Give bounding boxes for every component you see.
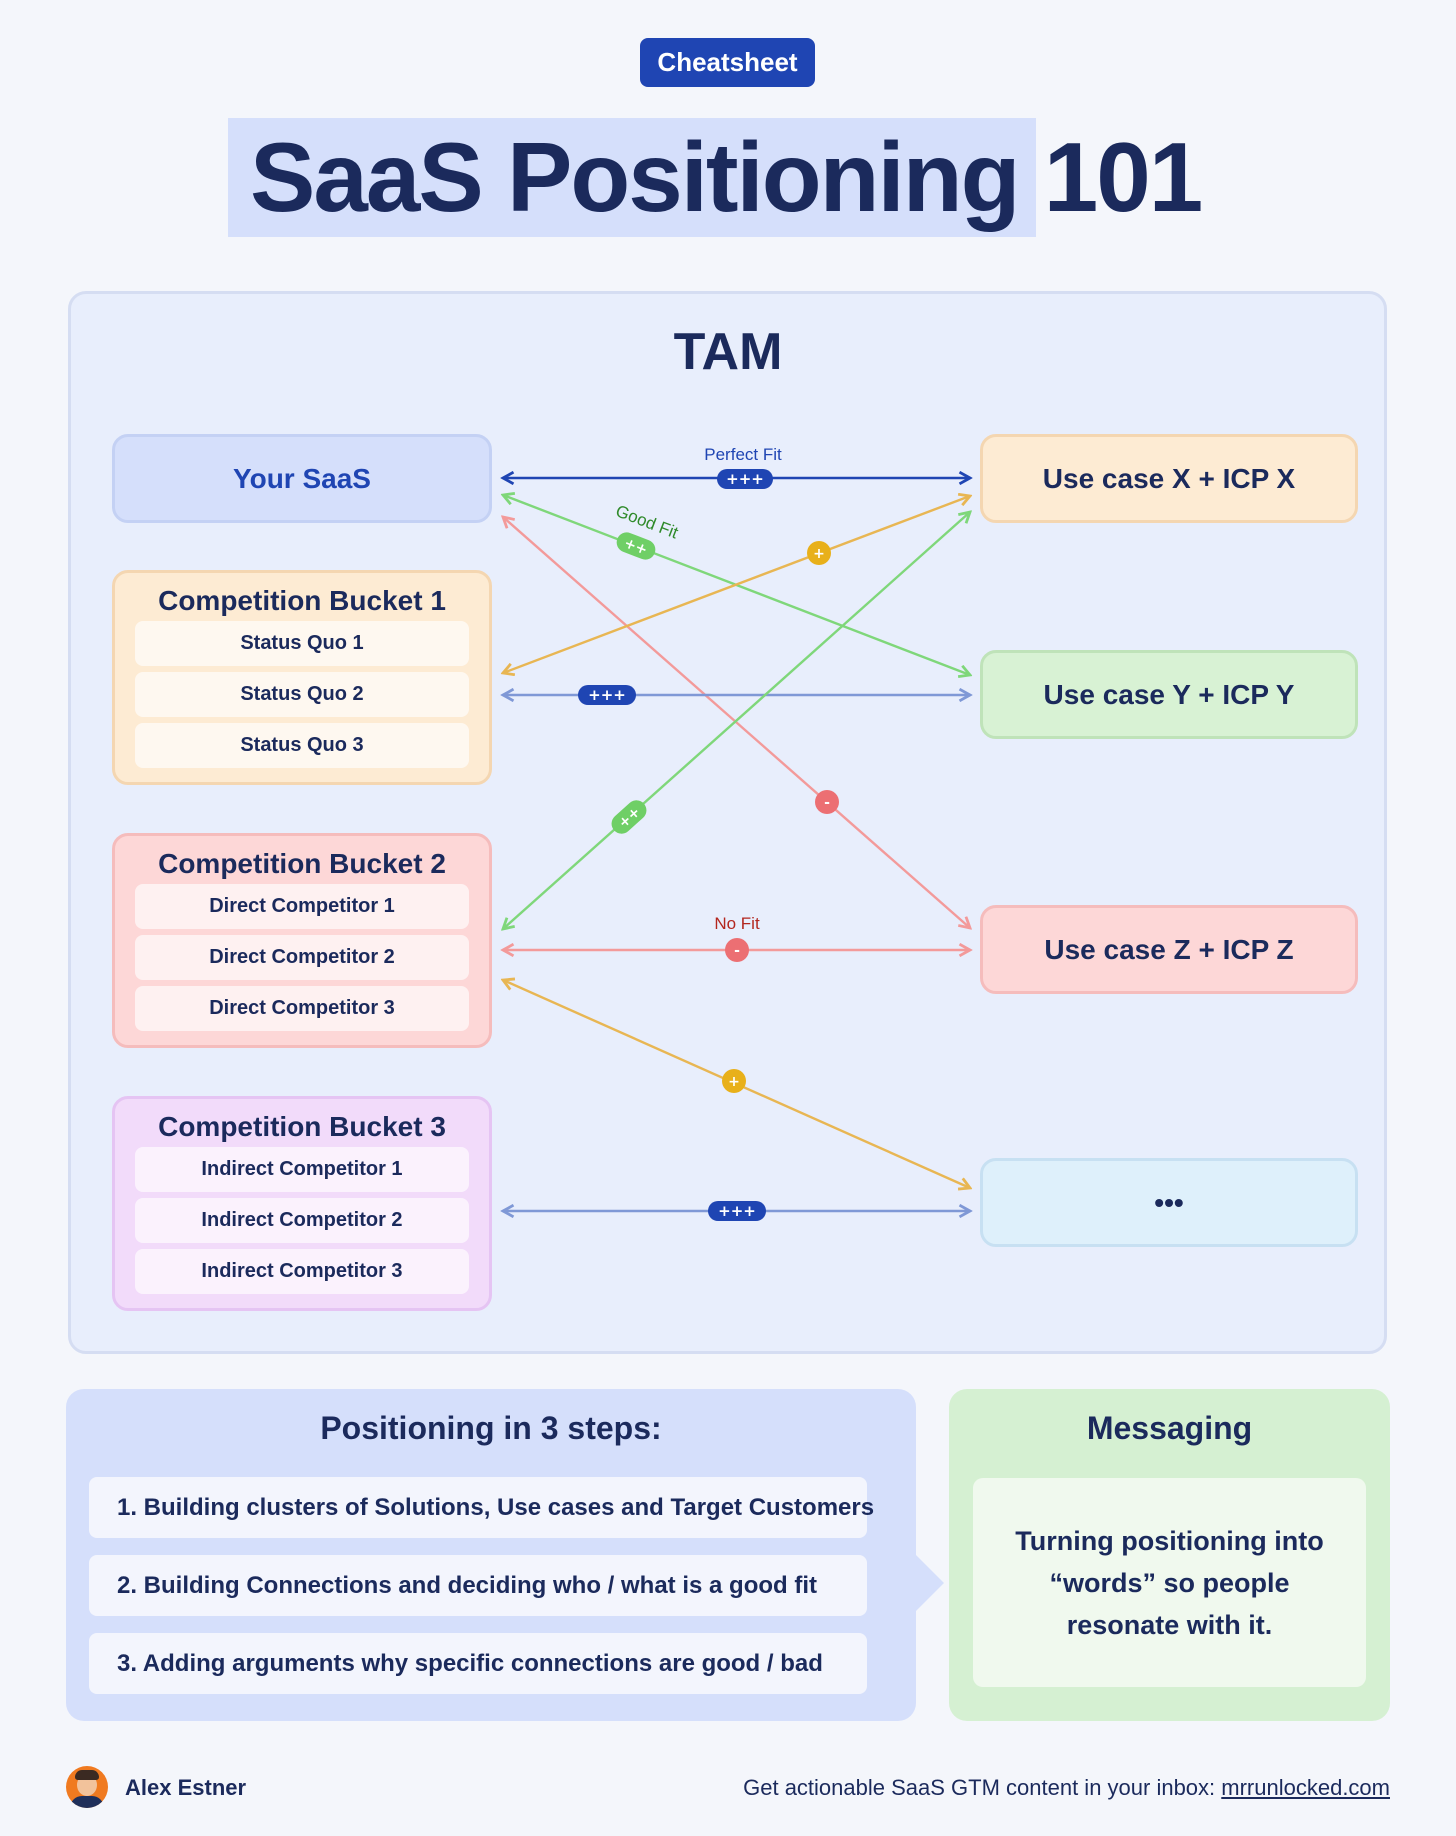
- use-case-y-label: Use case Y + ICP Y: [1043, 678, 1295, 710]
- footer-link[interactable]: mrrunlocked.com: [1221, 1775, 1390, 1800]
- svg-text:-: -: [734, 943, 740, 959]
- fit-pill-bucket2-more: +: [722, 1069, 746, 1093]
- bucket-item: Direct Competitor 3: [135, 986, 469, 1031]
- tam-title: TAM: [673, 323, 783, 381]
- svg-text:+: +: [728, 1074, 740, 1090]
- bucket-item: Status Quo 2: [135, 672, 469, 717]
- fit-pill-bucket1-x: +: [807, 541, 831, 565]
- fit-pill-good: ++: [616, 532, 656, 560]
- bucket-item: Indirect Competitor 1: [135, 1147, 469, 1192]
- use-case-x-label: Use case X + ICP X: [1042, 462, 1296, 494]
- footer-cta-text: Get actionable SaaS GTM content in your …: [743, 1775, 1222, 1800]
- step-item: 1. Building clusters of Solutions, Use c…: [89, 1477, 874, 1538]
- use-case-y-node: Use case Y + ICP Y: [980, 650, 1358, 739]
- your-saas-label: Your SaaS: [233, 462, 371, 494]
- svg-text:+: +: [813, 546, 825, 562]
- competition-bucket-1: Competition Bucket 1 Status Quo 1 Status…: [112, 570, 492, 785]
- bucket-item: Status Quo 3: [135, 723, 469, 768]
- arrow-bucket2-to-x: [503, 512, 970, 929]
- title-highlight: [228, 118, 1036, 237]
- fit-pill-perfect: +++: [717, 469, 773, 489]
- step-item: 3. Adding arguments why specific connect…: [89, 1633, 867, 1694]
- bucket-item: Direct Competitor 2: [135, 935, 469, 980]
- cheatsheet-badge: Cheatsheet: [640, 38, 815, 87]
- page-title: SaaS Positioning 101: [250, 122, 1203, 232]
- arrow-pointer: [916, 1555, 944, 1611]
- use-case-more-node: •••: [980, 1158, 1358, 1247]
- label-no-fit: No Fit: [714, 914, 760, 933]
- bucket-item: Status Quo 1: [135, 621, 469, 666]
- fit-pill-saas-z: -: [815, 790, 839, 814]
- use-case-z-node: Use case Z + ICP Z: [980, 905, 1358, 994]
- bucket-item: Indirect Competitor 3: [135, 1249, 469, 1294]
- footer-cta: Get actionable SaaS GTM content in your …: [743, 1772, 1390, 1804]
- bucket-item: Indirect Competitor 2: [135, 1198, 469, 1243]
- competition-bucket-2: Competition Bucket 2 Direct Competitor 1…: [112, 833, 492, 1048]
- your-saas-node: Your SaaS: [112, 434, 492, 523]
- svg-text:+++: +++: [588, 686, 626, 704]
- svg-text:+++: +++: [718, 1202, 756, 1220]
- avatar: [66, 1766, 108, 1808]
- messaging-title: Messaging: [1086, 1410, 1253, 1446]
- use-case-more-label: •••: [1154, 1186, 1184, 1218]
- competition-bucket-3: Competition Bucket 3 Indirect Competitor…: [112, 1096, 492, 1311]
- svg-text:-: -: [824, 795, 830, 811]
- step-item: 2. Building Connections and deciding who…: [89, 1555, 867, 1616]
- fit-pill-bucket1-y: +++: [578, 685, 636, 705]
- steps-title: Positioning in 3 steps:: [320, 1410, 662, 1446]
- bucket-title: Competition Bucket 1: [158, 585, 446, 616]
- label-perfect-fit: Perfect Fit: [704, 445, 782, 464]
- svg-text:++: ++: [622, 535, 650, 558]
- svg-text:+++: +++: [726, 470, 764, 488]
- messaging-text: Turning positioning into “words” so peop…: [973, 1478, 1366, 1687]
- fit-pill-bucket2-z: -: [725, 938, 749, 962]
- bucket-title: Competition Bucket 2: [158, 848, 446, 879]
- bucket-title: Competition Bucket 3: [158, 1111, 446, 1142]
- use-case-z-label: Use case Z + ICP Z: [1044, 933, 1294, 965]
- bucket-item: Direct Competitor 1: [135, 884, 469, 929]
- author-name: Alex Estner: [125, 1775, 247, 1800]
- use-case-x-node: Use case X + ICP X: [980, 434, 1358, 523]
- fit-pill-bucket3-more: +++: [708, 1201, 766, 1221]
